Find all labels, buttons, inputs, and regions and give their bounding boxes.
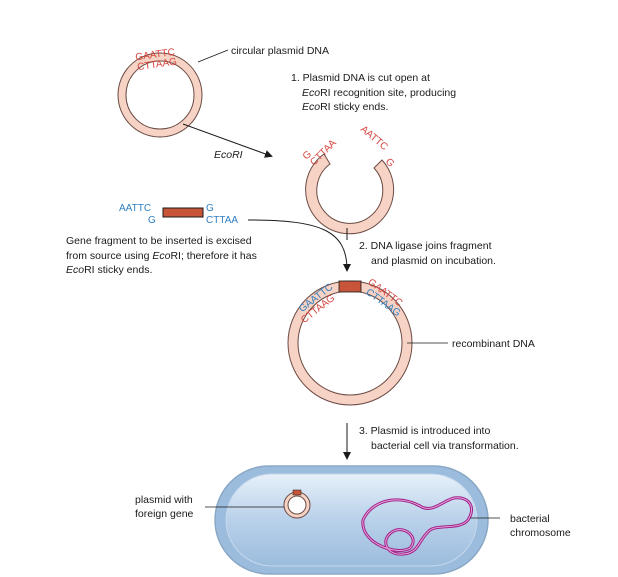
chromosome-line-2: chromosome bbox=[510, 527, 571, 539]
fragment-top-right: G bbox=[206, 203, 214, 214]
gene-fragment-text: Gene fragment to be inserted is excised … bbox=[66, 235, 257, 276]
fragment-top-left: AATTC bbox=[119, 203, 151, 214]
cut-right-seq: AATTC bbox=[358, 124, 390, 153]
step2-text: 2. DNA ligase joins fragment and plasmid… bbox=[359, 240, 496, 267]
cell-plasmid bbox=[283, 489, 311, 519]
plasmid-foreign-label: plasmid with foreign gene bbox=[135, 494, 194, 520]
step3-line-2: bacterial cell via transformation. bbox=[371, 440, 519, 452]
bacterial-chromosome-label: bacterial chromosome bbox=[510, 513, 571, 539]
circular-plasmid bbox=[117, 52, 203, 138]
plasmid-foreign-line-1: plasmid with bbox=[135, 494, 193, 506]
step1-text: 1. Plasmid DNA is cut open at EcoRI reco… bbox=[291, 72, 456, 113]
gene-line-2: from source using EcoRI; therefore it ha… bbox=[66, 250, 257, 262]
bacterial-cell bbox=[214, 465, 489, 575]
step2-line-2: and plasmid on incubation. bbox=[371, 255, 496, 267]
enzyme-label: EcoRI bbox=[214, 149, 243, 161]
step3-text: 3. Plasmid is introduced into bacterial … bbox=[359, 425, 519, 452]
chromosome-line-1: bacterial bbox=[510, 513, 550, 525]
circular-plasmid-label: circular plasmid DNA bbox=[231, 45, 329, 57]
inserted-gene bbox=[338, 280, 362, 293]
fragment-bottom-right: CTTAA bbox=[206, 215, 238, 226]
recombinant-plasmid bbox=[287, 280, 413, 406]
step1-line-1: 1. Plasmid DNA is cut open at bbox=[291, 72, 430, 84]
step3-line-1: 3. Plasmid is introduced into bbox=[359, 425, 490, 437]
plasmid-leader bbox=[197, 49, 229, 63]
step2-line-1: 2. DNA ligase joins fragment bbox=[359, 240, 492, 252]
gene-fragment bbox=[162, 207, 204, 218]
fragment-join-arrow bbox=[247, 219, 351, 272]
cut-arrow bbox=[182, 123, 273, 158]
gene-line-3: EcoRI sticky ends. bbox=[66, 264, 152, 276]
recombinant-label: recombinant DNA bbox=[452, 338, 535, 350]
plasmid-seq-top: GAATTC bbox=[135, 47, 176, 63]
chromosome-highlight bbox=[362, 497, 472, 555]
fragment-bottom-left: G bbox=[148, 215, 156, 226]
plasmid-foreign-line-2: foreign gene bbox=[135, 508, 194, 520]
step1-line-2: EcoRI recognition site, producing bbox=[302, 87, 456, 99]
cut-plasmid bbox=[305, 153, 395, 235]
step1-line-3: EcoRI sticky ends. bbox=[302, 101, 388, 113]
gene-line-1: Gene fragment to be inserted is excised bbox=[66, 235, 252, 247]
